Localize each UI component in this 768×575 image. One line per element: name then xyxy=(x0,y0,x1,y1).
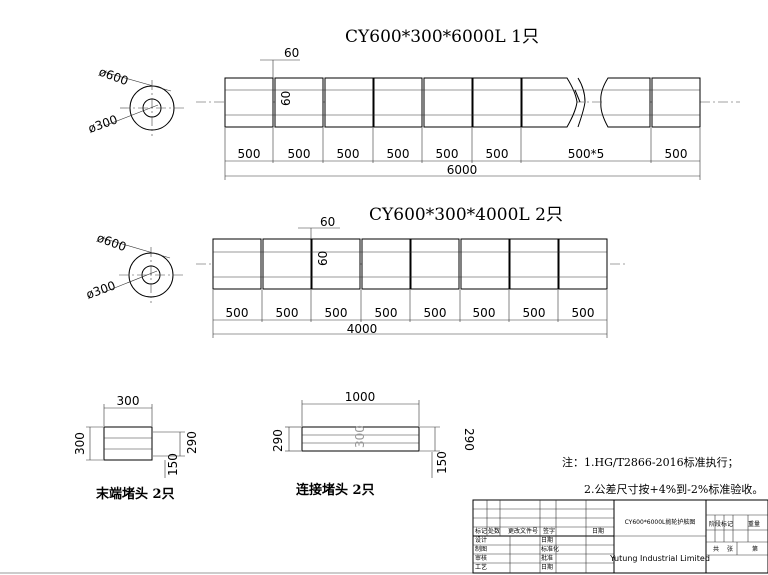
drawing2-outer-dia: ø600 xyxy=(95,231,128,255)
drawing1-seg-dim-1: 500 xyxy=(238,147,261,161)
note-line-2: 2.公差尺寸按+4%到-2%标准验收。 xyxy=(584,482,763,496)
joint-plug-view: 1000 290 300 290 150 xyxy=(271,390,476,478)
joint-plug-right-h: 290 xyxy=(462,428,476,451)
drawing1-segment-1 xyxy=(224,77,274,128)
drawing2-segment-7 xyxy=(509,238,559,290)
drawing2-length-dims: 500 500 500 500 500 500 500 500 4000 xyxy=(212,290,608,338)
drawing2-segment-6 xyxy=(460,238,510,290)
drawing2-segment-5 xyxy=(410,238,460,290)
end-plug-height: 300 xyxy=(73,432,87,455)
tb-proc: 工艺 xyxy=(475,563,487,571)
end-plug-view: 300 300 290 150 xyxy=(73,394,199,478)
tb-cdate: 日期 xyxy=(541,536,553,544)
tb-design: 设计 xyxy=(475,536,487,544)
tb-count: 处数 xyxy=(488,527,500,535)
drawing1-seg-dim-5: 500 xyxy=(436,147,459,161)
drawing1-groove-d: 60 xyxy=(279,91,293,106)
end-plug-bottom: 150 xyxy=(166,453,180,476)
drawing2-groove-dims: 60 60 xyxy=(298,215,340,266)
drawing2-title: CY600*300*4000L 2只 xyxy=(369,205,563,225)
drawing1-seg-dim-8: 500 xyxy=(665,147,688,161)
drawing2-segment-3 xyxy=(311,238,361,290)
tb-total: 共 xyxy=(713,545,719,553)
tb-sign: 签字 xyxy=(543,527,555,535)
drawing1-segment-5 xyxy=(423,77,473,128)
drawing2-seg-dim-4: 500 xyxy=(375,306,398,320)
drawing2-seg-dim-2: 500 xyxy=(276,306,299,320)
tb-std: 标准化 xyxy=(541,545,559,553)
tb-doc: 更改文件号 xyxy=(508,527,538,535)
drawing2-inner-dia: ø300 xyxy=(84,278,117,302)
tb-sheet: 张 xyxy=(727,545,733,553)
drawing1-seg-dim-6: 500 xyxy=(486,147,509,161)
drawing1-segment-8 xyxy=(651,77,701,128)
tb-approve: 批准 xyxy=(541,554,553,562)
drawing1-inner-dia: ø300 xyxy=(86,112,119,136)
end-plug-caption: 末端堵头 2只 xyxy=(95,486,175,502)
drawing2-seg-dim-1: 500 xyxy=(226,306,249,320)
drawing2-fender xyxy=(196,238,626,290)
tb-mark: 标记 xyxy=(475,527,487,535)
drawing1-groove-dims: 60 60 xyxy=(260,46,300,106)
tb-cdate2: 日期 xyxy=(541,563,553,571)
end-plug-inner-h: 290 xyxy=(185,431,199,454)
drawing1-segment-2 xyxy=(274,77,324,128)
drawing2-seg-dim-3: 500 xyxy=(325,306,348,320)
drawing2-groove-d: 60 xyxy=(316,251,330,266)
tb-weight: 重量 xyxy=(748,520,760,528)
tb-stage: 阶段标记 xyxy=(709,520,733,528)
drawing1-outer-dia: ø600 xyxy=(97,65,130,89)
end-plug-body xyxy=(103,426,153,461)
drawing1-segment-4 xyxy=(373,77,423,128)
drawing1-segment-6 xyxy=(472,77,522,128)
note-line-1: 注：1.HG/T2866-2016标准执行； xyxy=(562,455,739,469)
drawing1-segment-3 xyxy=(324,77,374,128)
tb-drawing-name: CY600*6000L抛轮护舷图 xyxy=(625,518,696,526)
drawing2-segment-1 xyxy=(212,238,262,290)
drawing1-groove-w: 60 xyxy=(284,46,299,60)
drawing1-segment-7b xyxy=(600,77,651,128)
drawing2-end-view: ø600 ø300 xyxy=(84,231,183,303)
drawing1-seg-dim-4: 500 xyxy=(387,147,410,161)
tb-draw: 制图 xyxy=(475,545,487,553)
drawing2-seg-dim-7: 500 xyxy=(523,306,546,320)
drawing1-segment-7a xyxy=(521,77,578,128)
drawing1-break-line xyxy=(577,77,586,128)
joint-plug-left-h: 290 xyxy=(271,429,285,452)
tb-page: 第 xyxy=(752,545,758,553)
joint-plug-center: 300 xyxy=(353,425,367,448)
drawing1-title: CY600*300*6000L 1只 xyxy=(345,27,539,47)
drawing2-seg-dim-6: 500 xyxy=(473,306,496,320)
drawing1-total: 6000 xyxy=(447,163,478,177)
joint-plug-caption: 连接堵头 2只 xyxy=(296,482,375,498)
end-plug-width: 300 xyxy=(117,394,140,408)
drawing2-segment-4 xyxy=(361,238,411,290)
tb-date: 日期 xyxy=(592,527,604,535)
joint-plug-length: 1000 xyxy=(345,390,376,404)
drawing2-total: 4000 xyxy=(347,322,378,336)
drawing1-end-view: ø600 ø300 xyxy=(86,65,184,136)
drawing2-segment-8 xyxy=(558,238,608,290)
title-block: 标记 处数 更改文件号 签字 日期 设计 制图 审核 工艺 日期 标准化 批准 … xyxy=(472,499,768,574)
drawing1-seg-dim-3: 500 xyxy=(337,147,360,161)
drawing1-fender xyxy=(196,77,740,128)
drawing2-seg-dim-8: 500 xyxy=(572,306,595,320)
tb-company: Yutung Industrial Limited xyxy=(609,554,710,563)
drawing1-seg-dim-2: 500 xyxy=(288,147,311,161)
drawing2-seg-dim-5: 500 xyxy=(424,306,447,320)
joint-plug-bottom: 150 xyxy=(435,451,449,474)
tb-check: 审核 xyxy=(475,554,487,562)
drawing1-seg-dim-7: 500*5 xyxy=(568,147,605,161)
drawing1-length-dims: 500 500 500 500 500 500 500*5 500 6000 xyxy=(224,128,701,180)
drawing2-groove-w: 60 xyxy=(320,215,335,229)
joint-plug-body xyxy=(301,426,420,452)
drawing2-segment-2 xyxy=(262,238,312,290)
